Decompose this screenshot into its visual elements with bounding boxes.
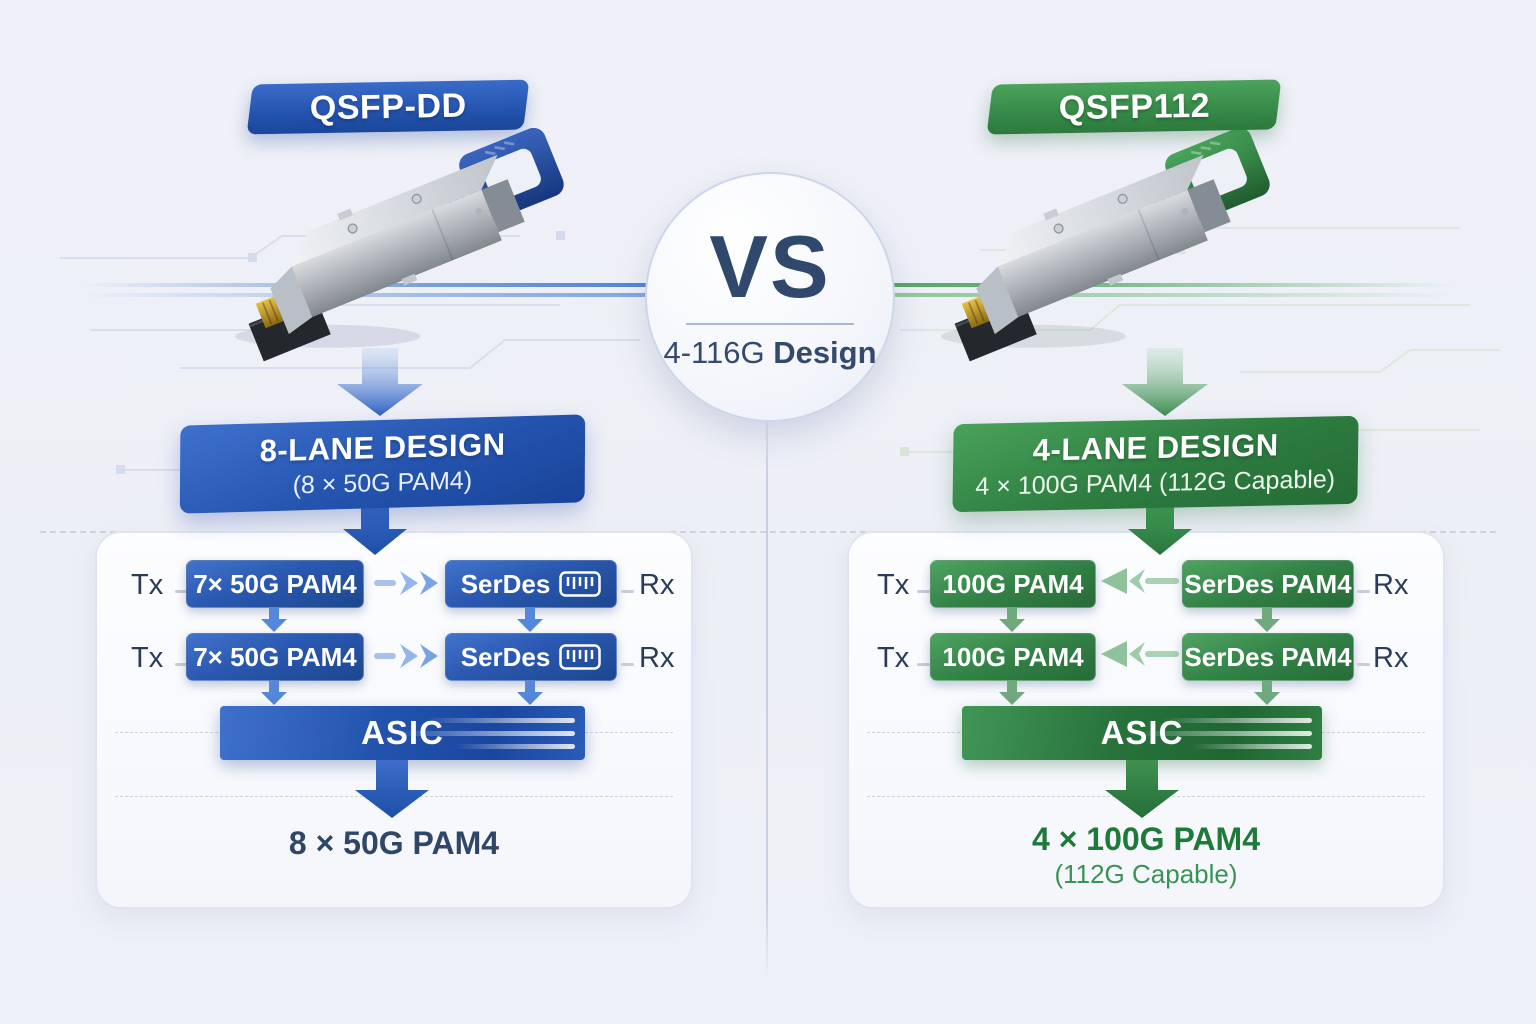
down-arrow-icon [1254, 607, 1280, 632]
right-banner-title: 4-LANE DESIGN [1032, 427, 1279, 468]
down-arrow-icon [517, 607, 543, 632]
down-arrow-icon [517, 681, 543, 705]
speed-streak [1132, 731, 1312, 736]
connector-dash [621, 663, 634, 666]
connector-dash [1357, 590, 1370, 593]
qsfp-dd-header-badge: QSFP-DD [246, 79, 530, 135]
left-module-down-arrow-icon [337, 348, 423, 416]
serdes-node-label: SerDes PAM4 [1184, 568, 1352, 599]
vs-label: VS [709, 217, 831, 316]
lane-node: 7× 50G PAM4 [186, 633, 364, 681]
serdes-connector-icon [559, 571, 602, 597]
vs-divider-line [686, 323, 854, 325]
serdes-node: SerDes [445, 633, 617, 681]
vs-subtitle-prefix: 4-116G [663, 335, 765, 370]
qsfp112-signal-panel: Tx 100G PAM4 SerDes PAM4 Rx Tx 100G PAM4 [847, 531, 1445, 909]
vs-circle: VS 4-116G Design [645, 172, 895, 422]
left-arrow-icon [1101, 568, 1179, 594]
asic-bar: ASIC [962, 706, 1322, 760]
lane-node-label: 100G PAM4 [942, 568, 1084, 599]
left-banner-down-arrow-icon [343, 503, 407, 555]
down-arrow-icon [999, 681, 1025, 705]
serdes-node-label: SerDes [460, 641, 551, 672]
center-divider-line [766, 392, 768, 982]
down-arrow-icon [999, 607, 1025, 632]
asic-output-arrow-icon [1105, 760, 1179, 818]
qsfp-dd-header-label: QSFP-DD [309, 86, 467, 127]
right-connector-stripes [882, 283, 1457, 303]
vs-subtitle-bold: Design [773, 335, 877, 370]
down-arrow-icon [261, 607, 287, 632]
connector-dash [1357, 663, 1370, 666]
serdes-node: SerDes PAM4 [1182, 633, 1354, 681]
left-banner-title: 8-LANE DESIGN [259, 426, 506, 469]
qsfp-dd-module-icon [235, 128, 564, 362]
serdes-node: SerDes [445, 560, 617, 608]
rx-label: Rx [639, 569, 675, 601]
left-banner-subtitle: (8 × 50G PAM4) [292, 466, 473, 500]
tx-label: Tx [131, 642, 164, 674]
lane-node-label: 7× 50G PAM4 [193, 641, 357, 672]
asic-bar: ASIC [220, 706, 585, 760]
serdes-node: SerDes PAM4 [1182, 560, 1354, 608]
right-banner-down-arrow-icon [1128, 503, 1192, 555]
right-module-down-arrow-icon [1122, 348, 1208, 416]
asic-output-arrow-icon [355, 760, 429, 818]
tx-label: Tx [131, 569, 164, 601]
down-arrow-icon [1254, 681, 1280, 705]
lane-node: 100G PAM4 [930, 560, 1096, 608]
connector-dash [917, 590, 930, 593]
rx-label: Rx [1373, 642, 1409, 674]
speed-streak [425, 718, 575, 723]
speed-streak [1192, 744, 1312, 749]
serdes-node-label: SerDes [460, 568, 551, 599]
left-lane-banner: 8-LANE DESIGN (8 × 50G PAM4) [179, 414, 586, 514]
right-lane-banner: 4-LANE DESIGN 4 × 100G PAM4 (112G Capabl… [952, 415, 1359, 513]
lane-node-label: 100G PAM4 [942, 641, 1084, 672]
right-banner-subtitle: 4 × 100G PAM4 (112G Capable) [975, 465, 1336, 501]
connector-dash [917, 663, 930, 666]
connector-dash [175, 590, 188, 593]
qsfp112-module-icon [941, 128, 1270, 362]
qsfp-dd-signal-panel: Tx 7× 50G PAM4 SerDes Rx Tx 7× 50G PAM4 [95, 531, 693, 909]
lane-node: 100G PAM4 [930, 633, 1096, 681]
speed-streak [395, 731, 575, 736]
rx-label: Rx [1373, 569, 1409, 601]
connector-dash [175, 663, 188, 666]
output-summary: 8 × 50G PAM4 [288, 825, 500, 861]
serdes-connector-icon [559, 644, 602, 670]
output-capability: (112G Capable) [1054, 859, 1238, 889]
double-chevron-right-arrow-icon [374, 571, 438, 595]
qsfp112-header-label: QSFP112 [1058, 86, 1210, 127]
output-summary: 4 × 100G PAM4 [1032, 821, 1260, 857]
left-arrow-icon [1101, 641, 1179, 667]
connector-dash [621, 590, 634, 593]
tx-label: Tx [877, 569, 910, 601]
serdes-node-label: SerDes PAM4 [1184, 641, 1352, 672]
qsfp112-header-badge: QSFP112 [986, 79, 1282, 135]
speed-streak [455, 744, 575, 749]
speed-streak [1162, 718, 1312, 723]
rx-label: Rx [639, 642, 675, 674]
tx-label: Tx [877, 642, 910, 674]
down-arrow-icon [261, 681, 287, 705]
vs-subtitle: 4-116G Design [663, 335, 876, 371]
lane-node-label: 7× 50G PAM4 [193, 568, 357, 599]
double-chevron-right-arrow-icon [374, 644, 438, 668]
lane-node: 7× 50G PAM4 [186, 560, 364, 608]
horizontal-dashed-guide [40, 531, 1496, 533]
